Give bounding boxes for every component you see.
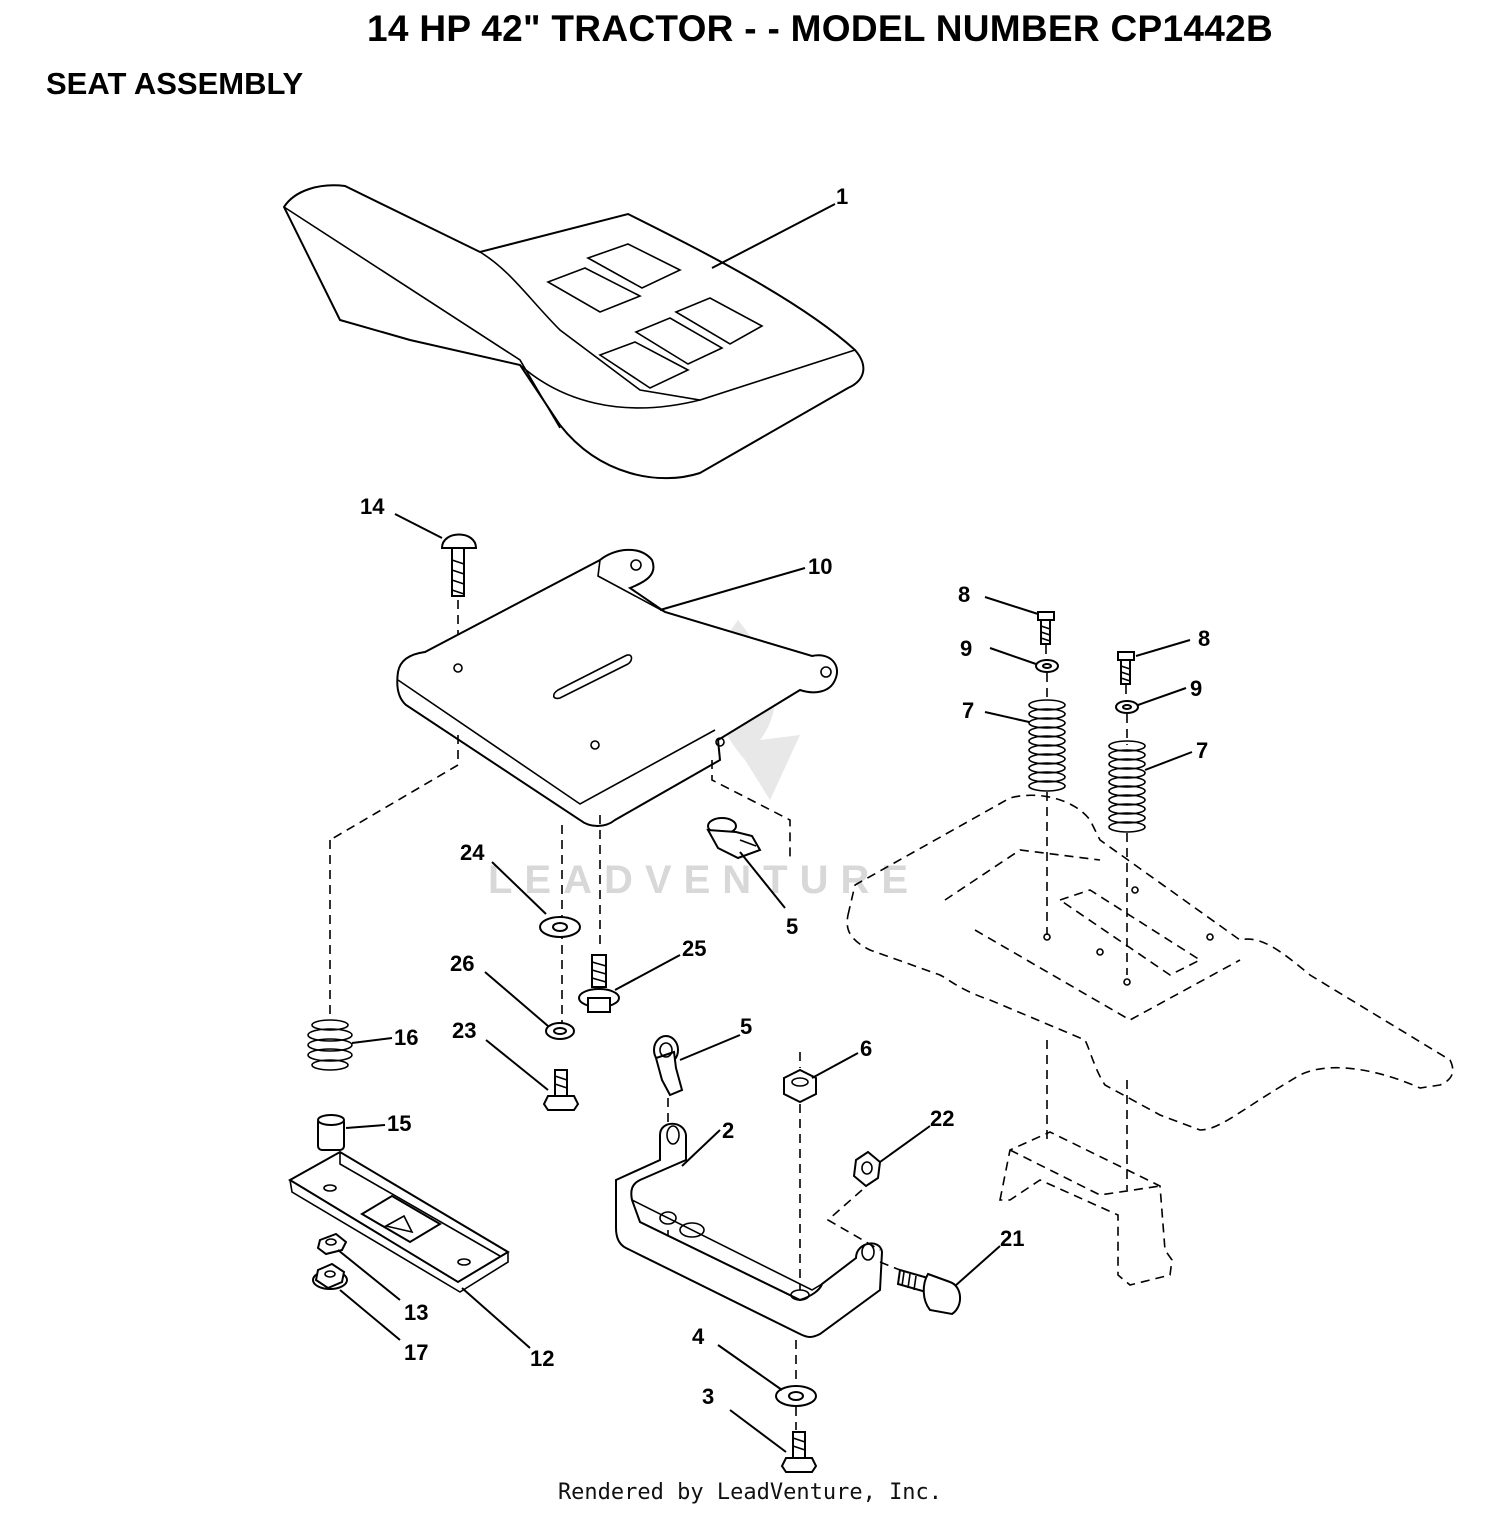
leader-10 xyxy=(659,567,806,611)
callout-12: 12 xyxy=(530,1346,554,1371)
leader-5b xyxy=(679,1034,741,1061)
leader-1 xyxy=(711,203,836,269)
callout-13: 13 xyxy=(404,1300,428,1325)
callout-9b: 9 xyxy=(1190,676,1202,701)
dash-plate-diag xyxy=(329,764,459,841)
dash-to-5a xyxy=(711,760,791,860)
part-9-washer-right xyxy=(1115,700,1139,714)
dash-22 xyxy=(826,1189,881,1251)
watermark-text: LEADVENTURE xyxy=(488,858,920,902)
leader-13 xyxy=(337,1249,401,1301)
leader-16 xyxy=(351,1037,393,1044)
part-6-nut xyxy=(783,1068,817,1104)
callout-4: 4 xyxy=(692,1324,705,1349)
part-4-washer xyxy=(775,1385,817,1407)
part-5-clip-lower xyxy=(653,1035,684,1097)
callout-5b: 5 xyxy=(740,1014,752,1039)
section-title: SEAT ASSEMBLY xyxy=(46,66,304,101)
leader-7b xyxy=(1144,751,1193,771)
leader-23 xyxy=(485,1039,549,1091)
leader-3 xyxy=(729,1409,787,1453)
callout-22: 22 xyxy=(930,1106,954,1131)
leader-24 xyxy=(491,861,547,915)
part-10-seat-plate xyxy=(396,548,838,827)
callout-3: 3 xyxy=(702,1384,714,1409)
part-17-flange-nut xyxy=(312,1262,348,1290)
part-2-seat-bracket xyxy=(615,1122,884,1338)
callout-7b: 7 xyxy=(1196,738,1208,763)
part-15-spacer xyxy=(317,1114,345,1151)
part-3-hex-bolt xyxy=(780,1431,818,1473)
part-9-washer-left xyxy=(1035,659,1059,673)
callout-1: 1 xyxy=(836,184,848,209)
part-26-lock-washer xyxy=(545,1022,575,1040)
part-8-screw-right xyxy=(1117,651,1135,685)
part-16-spring xyxy=(307,1019,353,1071)
callout-2: 2 xyxy=(722,1118,734,1143)
callout-17: 17 xyxy=(404,1340,428,1365)
footer-credit: Rendered by LeadVenture, Inc. xyxy=(557,1480,943,1505)
callout-26: 26 xyxy=(450,951,474,976)
callout-14: 14 xyxy=(360,494,385,519)
leader-17 xyxy=(339,1289,401,1341)
callout-16: 16 xyxy=(394,1025,418,1050)
leader-6 xyxy=(811,1052,859,1079)
part-24-washer xyxy=(539,916,581,938)
leader-9a xyxy=(989,647,1037,665)
leader-8b xyxy=(1135,639,1191,657)
seat-panels xyxy=(546,243,764,389)
part-12-slide-rail xyxy=(288,1150,510,1293)
callout-23: 23 xyxy=(452,1018,476,1043)
page-title: 14 HP 42" TRACTOR - - MODEL NUMBER CP144… xyxy=(366,8,1273,49)
callout-15: 15 xyxy=(387,1111,411,1136)
leader-25 xyxy=(614,954,681,991)
callout-6: 6 xyxy=(860,1036,872,1061)
leader-7a xyxy=(984,711,1030,723)
part-8-screw-left xyxy=(1037,611,1055,645)
callout-5a: 5 xyxy=(786,914,798,939)
leader-22 xyxy=(879,1125,931,1163)
callout-25: 25 xyxy=(682,936,706,961)
part-7-spring-right xyxy=(1108,740,1146,833)
leader-21 xyxy=(954,1245,1001,1287)
part-23-hex-bolt xyxy=(542,1069,580,1111)
leader-8a xyxy=(984,596,1039,615)
leader-4 xyxy=(717,1344,783,1391)
leader-14 xyxy=(394,513,443,539)
leader-2 xyxy=(681,1129,721,1167)
part-22-nut xyxy=(852,1150,882,1188)
leader-26 xyxy=(484,971,549,1027)
callout-9a: 9 xyxy=(960,636,972,661)
part-13-nut xyxy=(316,1232,348,1256)
part-21-shoulder-bolt xyxy=(896,1268,961,1316)
callout-21: 21 xyxy=(1000,1226,1024,1251)
callout-24: 24 xyxy=(460,840,485,865)
tractor-frame-reference xyxy=(846,794,1454,1286)
part-25-flange-bolt xyxy=(578,954,620,1013)
callout-8b: 8 xyxy=(1198,626,1210,651)
part-7-spring-left xyxy=(1028,699,1066,792)
leader-5a xyxy=(739,851,786,909)
part-14-carriage-bolt xyxy=(440,533,478,597)
callout-7a: 7 xyxy=(962,698,974,723)
leader-15 xyxy=(345,1124,386,1129)
dash-21 xyxy=(879,1261,901,1271)
leader-9b xyxy=(1137,687,1187,706)
part-5-clip-upper xyxy=(706,817,762,860)
callout-8a: 8 xyxy=(958,582,970,607)
part-1-seat xyxy=(282,184,865,480)
callout-10: 10 xyxy=(808,554,832,579)
leader-12 xyxy=(461,1287,531,1349)
